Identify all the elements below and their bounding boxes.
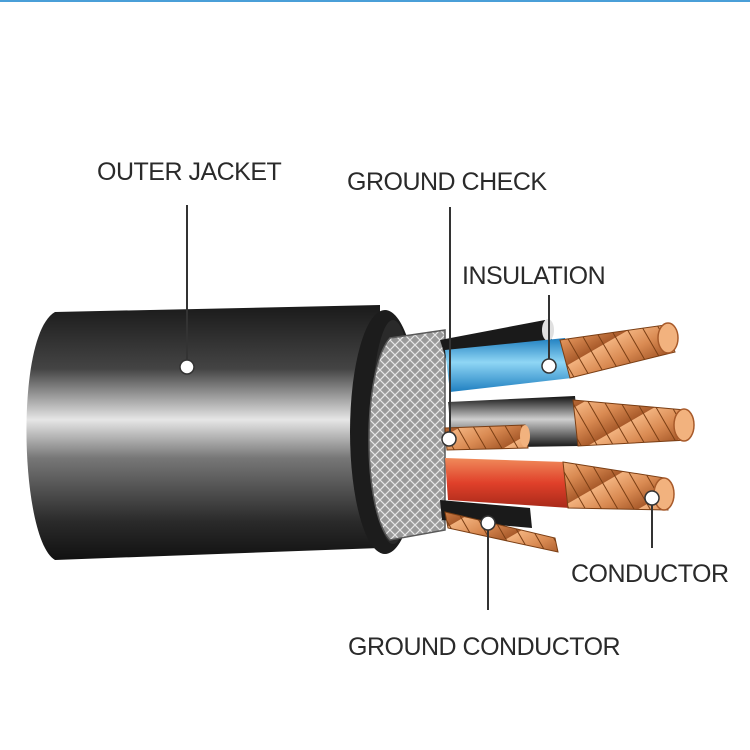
blue-insulated-conductor: [445, 322, 679, 392]
label-ground-check: GROUND CHECK: [347, 168, 547, 196]
leader-insulation: [541, 295, 557, 374]
label-insulation: INSULATION: [462, 262, 606, 290]
top-border: [0, 0, 750, 2]
label-conductor: CONDUCTOR: [571, 560, 729, 588]
leader-ground-check: [441, 207, 457, 447]
leader-ground-conductor: [480, 515, 496, 610]
braided-shield: [368, 329, 446, 541]
red-insulated-conductor: [445, 458, 675, 511]
label-outer-jacket: OUTER JACKET: [97, 158, 282, 186]
outer-jacket: [26, 305, 420, 560]
label-ground-conductor: GROUND CONDUCTOR: [348, 633, 621, 661]
ground-conductor-wire-bottom: [440, 500, 559, 553]
ground-check-wire: [444, 424, 530, 451]
leader-outer-jacket: [179, 205, 195, 375]
leader-conductor: [644, 490, 660, 548]
